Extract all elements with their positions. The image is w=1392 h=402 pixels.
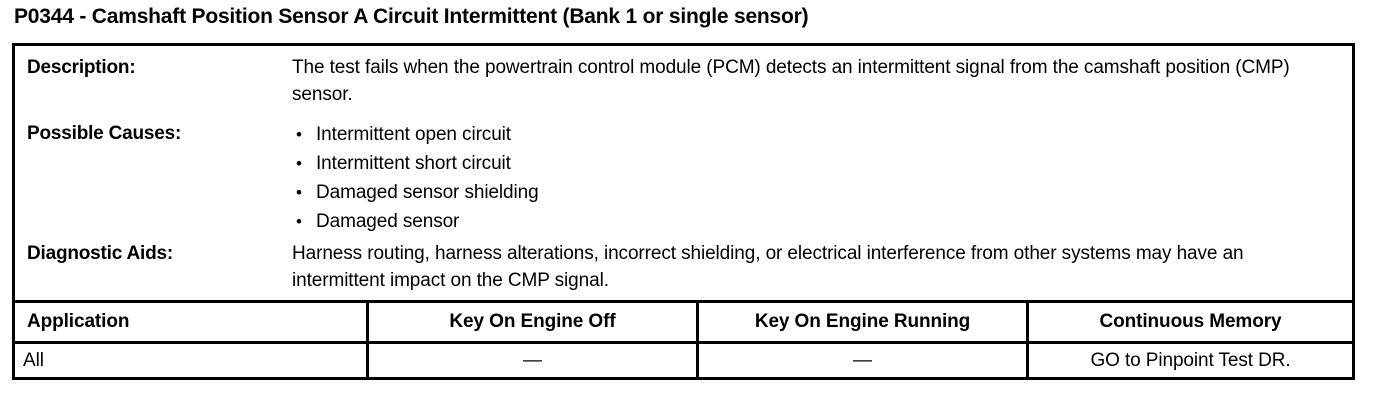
possible-causes-list: • Intermittent open circuit • Intermitte…: [292, 120, 1337, 236]
results-table: Application Key On Engine Off Key On Eng…: [15, 303, 1352, 380]
diagnostic-aids-text: Harness routing, harness alterations, in…: [292, 243, 1244, 291]
list-item: • Damaged sensor: [292, 207, 1337, 236]
list-item: • Intermittent open circuit: [292, 120, 1337, 149]
column-header-key-on-engine-running: Key On Engine Running: [696, 303, 1026, 341]
list-item: • Damaged sensor shielding: [292, 178, 1337, 207]
bullet-icon: •: [296, 183, 302, 202]
cell-continuous-memory: GO to Pinpoint Test DR.: [1026, 341, 1352, 380]
diagnostic-aids-label: Diagnostic Aids:: [27, 243, 173, 264]
bullet-icon: •: [296, 212, 302, 231]
cell-application: All: [23, 349, 44, 371]
column-header-key-on-engine-off: Key On Engine Off: [366, 303, 696, 341]
list-item-label: Intermittent open circuit: [316, 124, 511, 145]
table-header-row: Application Key On Engine Off Key On Eng…: [15, 303, 1352, 344]
bullet-icon: •: [296, 125, 302, 144]
list-item: • Intermittent short circuit: [292, 149, 1337, 178]
dash-mark-icon: —: [523, 350, 542, 371]
description-text: The test fails when the powertrain contr…: [292, 57, 1290, 105]
description-label: Description:: [27, 57, 136, 78]
definition-block: Description: The test fails when the pow…: [15, 46, 1352, 303]
dtc-table: Description: The test fails when the pow…: [12, 43, 1355, 380]
bullet-icon: •: [296, 154, 302, 173]
cell-key-on-engine-off: —: [366, 341, 696, 380]
dash-mark-icon: —: [853, 350, 872, 371]
cell-key-on-engine-running: —: [696, 341, 1026, 380]
list-item-label: Intermittent short circuit: [316, 153, 511, 174]
column-header-application: Application: [27, 311, 130, 332]
page-title: P0344 - Camshaft Position Sensor A Circu…: [14, 5, 809, 28]
column-header-continuous-memory: Continuous Memory: [1026, 303, 1352, 341]
possible-causes-label: Possible Causes:: [27, 123, 182, 144]
list-item-label: Damaged sensor: [316, 211, 460, 232]
table-row: All — — GO to Pinpoint Test DR.: [15, 341, 1352, 380]
list-item-label: Damaged sensor shielding: [316, 182, 539, 203]
